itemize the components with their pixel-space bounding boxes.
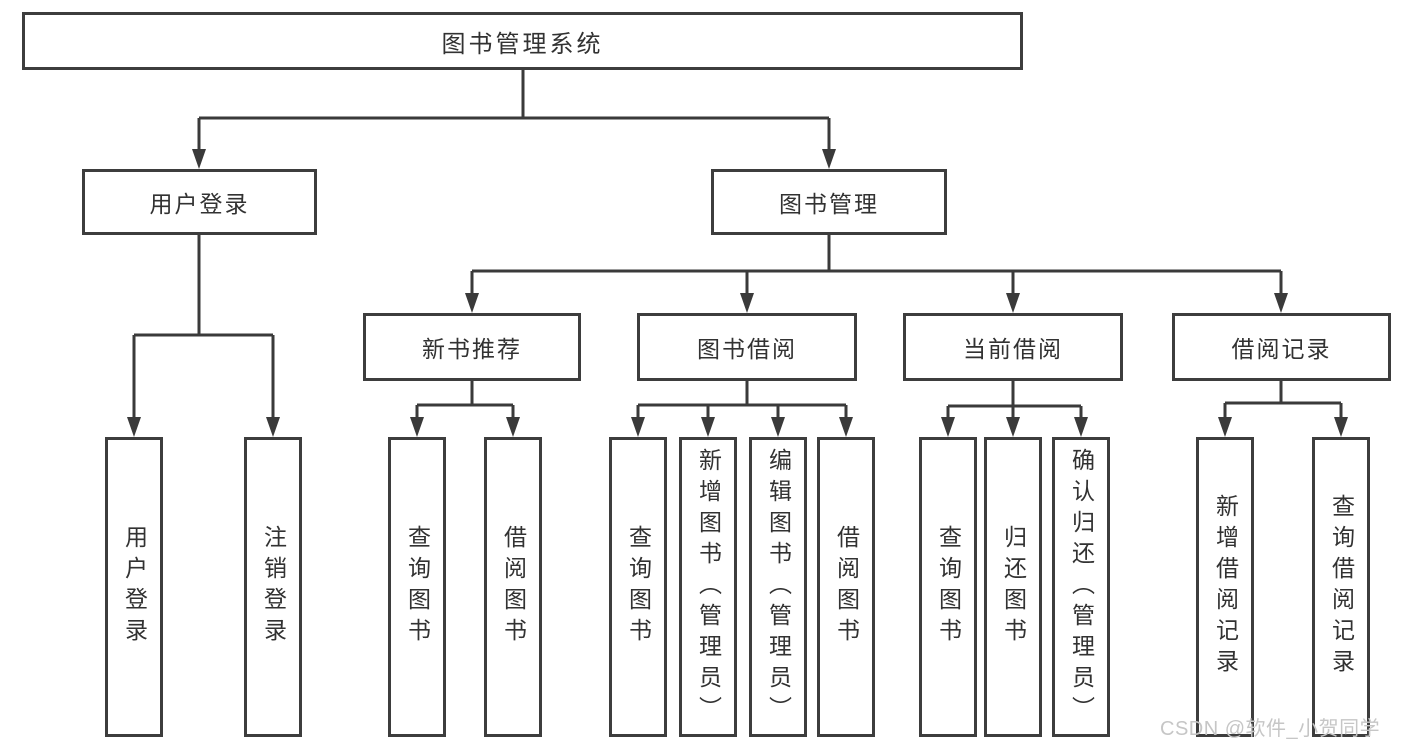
leaf-label: 借阅图书 — [500, 525, 527, 649]
leaf-borrow-books-newrec: 借阅图书 — [484, 437, 542, 737]
arrowheads — [127, 149, 1348, 437]
leaf-query-books-current: 查询图书 — [919, 437, 977, 737]
leaf-add-books-admin: 新增图书（管理员） — [679, 437, 737, 737]
node-book-borrow: 图书借阅 — [637, 313, 857, 381]
node-label: 图书管理系统 — [441, 30, 604, 58]
connector-root-to-level2 — [197, 70, 831, 151]
leaf-borrow-books: 借阅图书 — [817, 437, 875, 737]
leaf-label: 新增图书（管理员） — [695, 447, 722, 727]
node-label: 新书推荐 — [422, 336, 522, 362]
leaf-label: 编辑图书（管理员） — [765, 447, 792, 727]
node-label: 图书管理 — [779, 191, 879, 217]
csdn-watermark: CSDN @软件_小贺同学 — [1160, 718, 1381, 740]
connector-newbooks-to-leaves — [415, 381, 515, 419]
connector-currentborrow-to-leaves — [946, 381, 1083, 419]
leaf-label: 确认归还（管理员） — [1068, 447, 1095, 727]
leaf-label: 注销登录 — [260, 525, 287, 649]
connector-bookborrow-to-leaves — [636, 381, 848, 419]
leaf-label: 借阅图书 — [833, 525, 860, 649]
leaf-label: 归还图书 — [1000, 525, 1027, 649]
leaf-edit-books-admin: 编辑图书（管理员） — [749, 437, 807, 737]
leaf-label: 查询图书 — [935, 525, 962, 649]
leaf-add-borrow-record: 新增借阅记录 — [1196, 437, 1254, 737]
node-current-borrow: 当前借阅 — [903, 313, 1123, 381]
leaf-query-books-newrec: 查询图书 — [388, 437, 446, 737]
node-library-management-system: 图书管理系统 — [22, 12, 1023, 70]
node-new-book-recommend: 新书推荐 — [363, 313, 581, 381]
leaf-user-login: 用户登录 — [105, 437, 163, 737]
node-label: 借阅记录 — [1231, 336, 1332, 362]
leaf-label: 用户登录 — [121, 525, 148, 649]
node-borrow-records: 借阅记录 — [1172, 313, 1391, 381]
node-label: 当前借阅 — [963, 336, 1063, 362]
leaf-return-books: 归还图书 — [984, 437, 1042, 737]
leaf-logout: 注销登录 — [244, 437, 302, 737]
leaf-label: 查询图书 — [404, 525, 431, 649]
node-label: 用户登录 — [149, 191, 250, 217]
leaf-query-borrow-record: 查询借阅记录 — [1312, 437, 1370, 737]
leaf-label: 新增借阅记录 — [1212, 494, 1239, 680]
leaf-query-books-borrow: 查询图书 — [609, 437, 667, 737]
node-user-login: 用户登录 — [82, 169, 317, 235]
connector-bookmgmt-to-level3 — [470, 235, 1283, 295]
leaf-label: 查询图书 — [625, 525, 652, 649]
leaf-confirm-return-admin: 确认归还（管理员） — [1052, 437, 1110, 737]
connector-userlogin-to-leaves — [132, 235, 275, 419]
connector-records-to-leaves — [1223, 381, 1343, 419]
leaf-label: 查询借阅记录 — [1328, 494, 1355, 680]
node-label: 图书借阅 — [697, 336, 797, 362]
node-book-management: 图书管理 — [711, 169, 947, 235]
